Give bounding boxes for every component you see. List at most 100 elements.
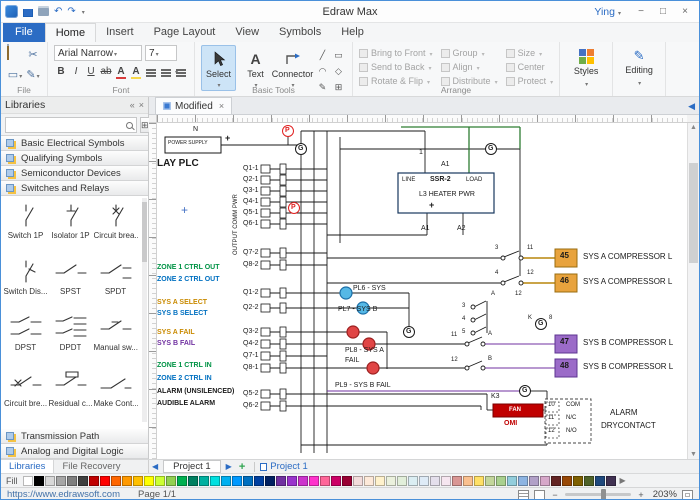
color-swatch[interactable] (573, 476, 583, 486)
qat-menu-button[interactable] (81, 7, 85, 17)
tab-help[interactable]: Help (331, 23, 374, 42)
center-button[interactable]: Center (506, 62, 554, 72)
color-swatch[interactable] (474, 476, 484, 486)
color-swatch[interactable] (67, 476, 77, 486)
page-next-icon[interactable]: ▶ (223, 462, 235, 471)
font-name-select[interactable]: Arial Narrow (54, 45, 142, 61)
color-swatch[interactable] (551, 476, 561, 486)
symbol-item[interactable]: DPDT (48, 310, 93, 366)
library-section[interactable]: Analog and Digital Logic (1, 443, 148, 459)
format-painter-button[interactable]: ✎ (25, 67, 41, 85)
document-tab[interactable]: Modified × (155, 97, 232, 114)
tab-scroll-left-icon[interactable]: ◀ (684, 101, 699, 114)
zoom-slider-thumb[interactable] (601, 489, 606, 500)
symbol-item[interactable]: Manual sw... (93, 310, 138, 366)
arc-tool-button[interactable]: ◠ (315, 64, 330, 79)
symbol-item[interactable]: Circuit bre... (3, 366, 48, 422)
color-swatch[interactable] (485, 476, 495, 486)
scroll-up-icon[interactable]: ▲ (688, 124, 699, 131)
panel-tab-file-recovery[interactable]: File Recovery (54, 460, 128, 473)
color-swatch[interactable] (45, 476, 55, 486)
library-section[interactable]: Switches and Relays (1, 180, 148, 196)
fit-to-window-icon[interactable] (682, 490, 693, 500)
symbol-item[interactable]: Circuit brea... (93, 198, 138, 254)
minimize-button[interactable]: − (631, 4, 651, 20)
library-scrollbar[interactable] (142, 198, 147, 422)
symbol-item[interactable]: Switch Dis... (3, 254, 48, 310)
color-swatch[interactable] (111, 476, 121, 486)
tab-view[interactable]: View (225, 23, 269, 42)
tab-home[interactable]: Home (45, 23, 96, 42)
undo-button[interactable]: ↶ (54, 7, 62, 17)
symbol-item[interactable]: DPST (3, 310, 48, 366)
color-swatch[interactable] (562, 476, 572, 486)
page-tab[interactable]: Project 1 (163, 460, 221, 473)
library-section[interactable]: Transmission Path (1, 428, 148, 444)
color-swatch[interactable] (518, 476, 528, 486)
color-swatch[interactable] (221, 476, 231, 486)
font-size-select[interactable]: 7 (145, 45, 177, 61)
scroll-down-icon[interactable]: ▼ (688, 451, 699, 458)
open-project-label[interactable]: Project 1 (260, 461, 308, 472)
color-swatch[interactable] (606, 476, 616, 486)
group-button[interactable]: Group (441, 48, 498, 58)
line-tool-button[interactable]: ╱ (315, 48, 330, 63)
color-swatch[interactable] (133, 476, 143, 486)
library-section[interactable]: Semiconductor Devices (1, 165, 148, 181)
color-swatch[interactable] (232, 476, 242, 486)
color-swatch[interactable] (155, 476, 165, 486)
add-page-button[interactable]: + (235, 461, 249, 473)
align-center-button[interactable] (159, 65, 173, 80)
color-swatch[interactable] (276, 476, 286, 486)
color-swatch[interactable] (452, 476, 462, 486)
document-tab-close-icon[interactable]: × (219, 101, 224, 111)
panel-tab-libraries[interactable]: Libraries (1, 460, 54, 473)
color-swatch[interactable] (364, 476, 374, 486)
scroll-thumb[interactable] (689, 163, 698, 263)
color-swatch[interactable] (265, 476, 275, 486)
color-swatch[interactable] (375, 476, 385, 486)
styles-button[interactable]: Styles (566, 45, 606, 91)
color-swatch[interactable] (353, 476, 363, 486)
align-left-button[interactable] (144, 65, 158, 80)
color-swatch[interactable] (463, 476, 473, 486)
color-swatch[interactable] (309, 476, 319, 486)
underline-button[interactable]: U (84, 65, 98, 80)
zoom-level[interactable]: 203% (651, 489, 677, 500)
drawing-canvas[interactable]: NPOWER SUPPLY+LAY PLCOUTPUT COMM PWRQ1-1… (157, 123, 687, 459)
color-swatch[interactable] (100, 476, 110, 486)
color-swatch[interactable] (78, 476, 88, 486)
more-colors-icon[interactable]: ▶ (617, 476, 626, 485)
color-swatch[interactable] (386, 476, 396, 486)
shape-tool-button[interactable]: ◇ (331, 64, 346, 79)
save-button[interactable] (23, 7, 33, 17)
symbol-item[interactable]: SPST (48, 254, 93, 310)
symbol-item[interactable]: Residual c... (48, 366, 93, 422)
color-swatch[interactable] (342, 476, 352, 486)
color-swatch[interactable] (496, 476, 506, 486)
tab-page-layout[interactable]: Page Layout (144, 23, 226, 42)
bullet-list-button[interactable] (174, 65, 188, 80)
highlight-button[interactable]: A (129, 65, 143, 80)
color-swatch[interactable] (210, 476, 220, 486)
align-button[interactable]: Align (441, 62, 498, 72)
rectangle-tool-button[interactable]: ▭ (331, 48, 346, 63)
strikethrough-button[interactable]: ab (99, 65, 113, 80)
library-section[interactable]: Qualifying Symbols (1, 150, 148, 166)
color-swatch[interactable] (408, 476, 418, 486)
color-swatch[interactable] (595, 476, 605, 486)
zoom-slider[interactable] (565, 493, 631, 496)
color-swatch[interactable] (320, 476, 330, 486)
color-swatch[interactable] (584, 476, 594, 486)
page-view-icon[interactable] (534, 490, 545, 500)
color-swatch[interactable] (144, 476, 154, 486)
color-swatch[interactable] (441, 476, 451, 486)
color-swatch[interactable] (331, 476, 341, 486)
color-swatch[interactable] (23, 476, 33, 486)
color-swatch[interactable] (397, 476, 407, 486)
statusbar-url[interactable]: https://www.edrawsoft.com (7, 489, 120, 500)
account-menu[interactable]: Ying (594, 6, 621, 18)
copy-button[interactable]: ▭ (7, 67, 23, 85)
color-swatch[interactable] (166, 476, 176, 486)
symbol-item[interactable]: Switch 1P (3, 198, 48, 254)
